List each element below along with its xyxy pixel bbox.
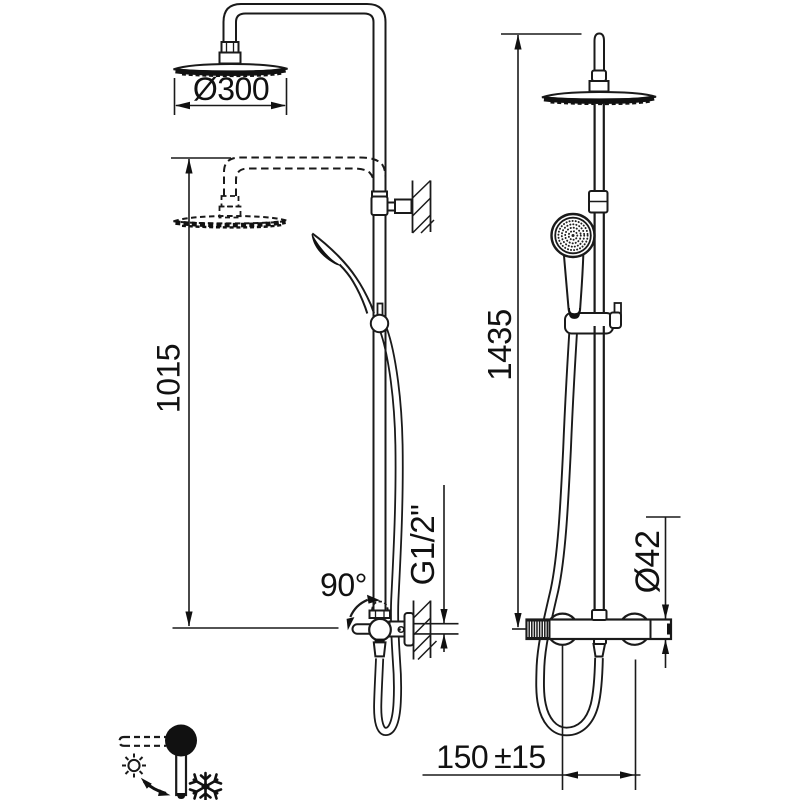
svg-text:1015: 1015 [151, 344, 187, 413]
svg-text:90°: 90° [320, 567, 367, 603]
svg-text:1435: 1435 [481, 309, 518, 380]
svg-text:Ø300: Ø300 [193, 71, 269, 107]
svg-text:Ø42: Ø42 [629, 531, 667, 594]
svg-text:G1/2": G1/2" [404, 505, 441, 586]
svg-text:150 ±15: 150 ±15 [436, 739, 545, 775]
